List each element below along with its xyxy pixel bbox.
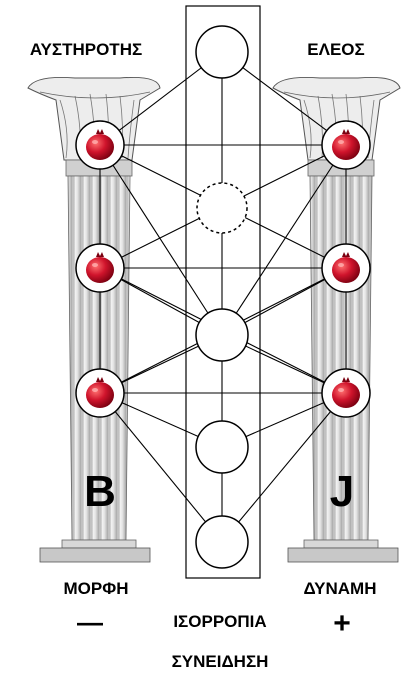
crown-circle [196,26,248,78]
kingdom-circle [196,516,248,568]
pomegranate-node-left-lower [76,369,124,417]
center-label-consciousness: ΣΥΝΕΙΔΗΣΗ [172,652,269,671]
right-pillar-letter: J [330,467,354,516]
pomegranate-node-right-middle [322,244,370,292]
foundation-circle [196,421,248,473]
balance-circle [196,309,248,361]
pomegranate-node-right-lower [322,369,370,417]
middle-pillar-frame [186,6,260,578]
minus-sign: — [77,607,103,637]
pomegranate-node-left-middle [76,244,124,292]
left-title: ΑΥΣΤΗΡΟΤΗΣ [30,40,142,59]
center-label-balance: ΙΣΟΡΡΟΠΙΑ [173,612,266,631]
right-title: ΕΛΕΟΣ [307,40,364,59]
plus-sign: + [333,607,351,640]
left-pillar-letter: B [84,467,116,516]
hidden-circle [197,183,247,233]
left-bottom-label: ΜΟΡΦΗ [64,579,129,598]
right-bottom-label: ΔΥΝΑΜΗ [303,579,376,598]
pomegranate-node-left-upper [76,121,124,169]
pomegranate-node-right-upper [322,121,370,169]
